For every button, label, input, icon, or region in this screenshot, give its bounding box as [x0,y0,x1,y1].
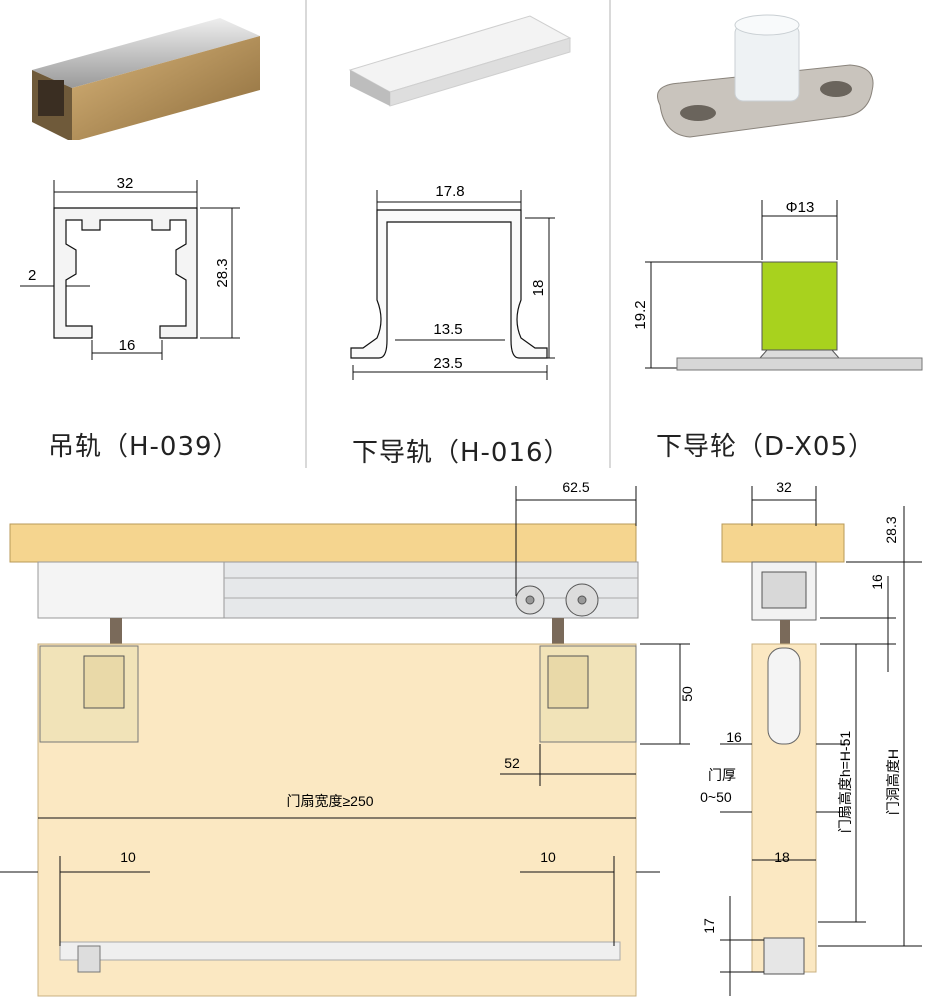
panel-divider-2 [609,0,611,468]
hanging-rail-wall-label: 2 [28,267,36,284]
right-margin-label: 10 [540,849,556,865]
guide-wheel-profile: Φ13 19.2 [632,199,923,371]
guide-wheel-height-label: 19.2 [632,300,649,329]
hanging-rail-width-label: 32 [117,175,134,192]
bracket-offset-label: 52 [504,755,520,771]
guide-rail-inner-label: 13.5 [433,321,462,338]
hanging-rail-height-label: 28.3 [214,258,231,287]
guide-rail-photo [348,15,572,107]
hanging-rail-profile: 32 28.3 2 16 [20,175,240,360]
hanging-rail-caption: 吊轨（H-039） [48,432,240,462]
side-gap-label: 16 [869,574,885,590]
hanging-rail-opening-label: 16 [119,337,136,354]
door-thickness-label: 门厚 [708,767,736,783]
door-thickness-range: 30~50 [700,789,732,805]
guide-rail-profile: 17.8 18 13.5 23.5 [350,183,555,380]
guide-rail-caption: 下导轨（H-016） [352,438,571,468]
roller-spacing-label: 62.5 [562,479,589,495]
left-margin-label: 10 [120,849,136,865]
door-height-label: 门扇高度h=H-51 [837,731,853,834]
bottom-gap-label: 17 [701,918,717,934]
bracket-height-label: 50 [679,686,695,702]
guide-rail-height-label: 18 [530,280,547,297]
side-rail-height-label: 28.3 [883,516,899,543]
bottom-rail-width-label: 18 [774,849,790,865]
hanging-rail-photo [32,18,260,140]
side-edge-offset-label: 16 [726,729,742,745]
front-assembly-view: 62.5 50 52 门扇宽度≥250 10 10 [0,479,695,997]
guide-rail-width-label: 17.8 [435,183,464,200]
guide-wheel-photo [657,14,874,138]
guide-wheel-diameter-label: Φ13 [786,199,815,216]
guide-rail-base-label: 23.5 [433,355,462,372]
side-assembly-view: 32 28.3 16 16 门厚 30~50 门扇高度h=H-51 门洞高度H … [700,479,922,996]
side-rail-width-label: 32 [776,479,792,495]
panel-divider-1 [305,0,307,468]
guide-wheel-caption: 下导轮（D-X05） [656,432,876,462]
trolley-wheels [515,583,599,617]
door-width-label: 门扇宽度≥250 [286,793,373,809]
opening-height-label: 门洞高度H [885,749,901,815]
